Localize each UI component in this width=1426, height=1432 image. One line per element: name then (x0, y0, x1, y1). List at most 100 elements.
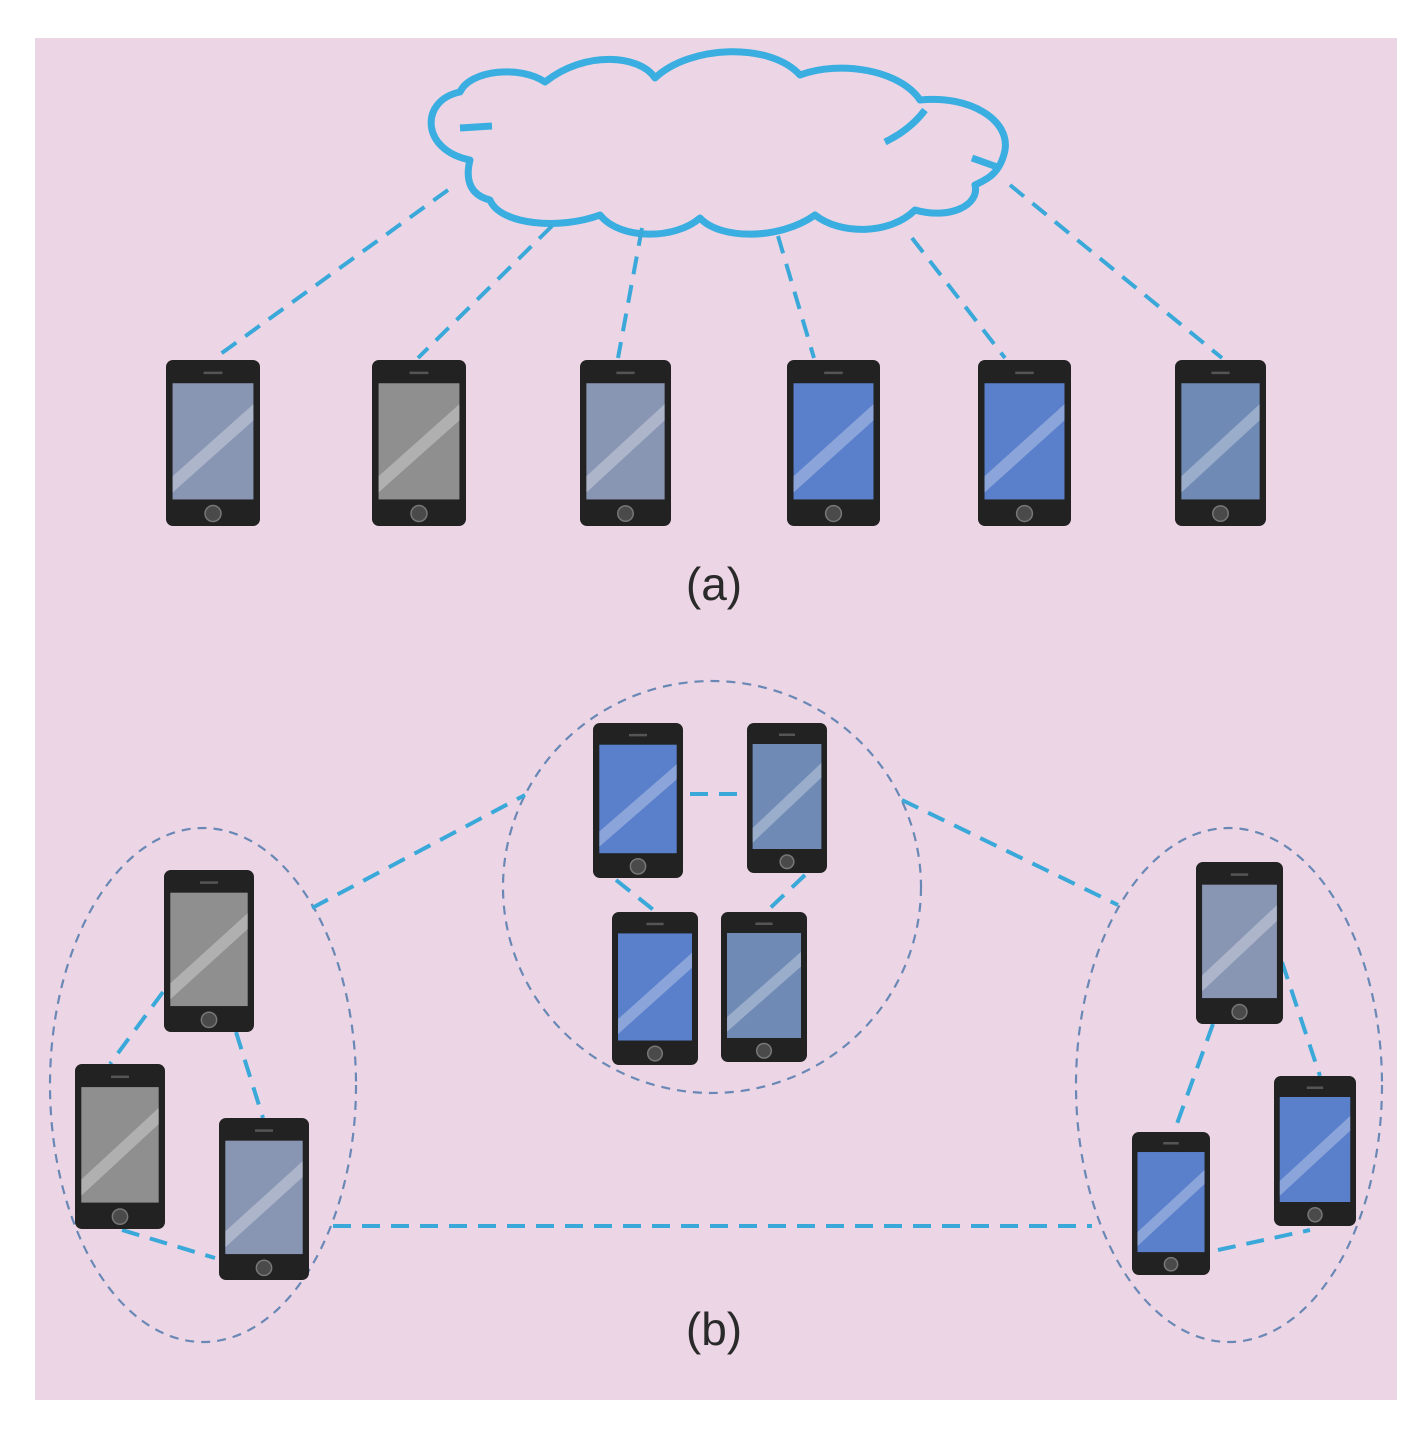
phone-speaker (255, 1129, 273, 1132)
home-button (204, 504, 222, 523)
smartphone-icon (1132, 1132, 1210, 1275)
peer-link (234, 1031, 265, 1119)
home-button (646, 1045, 664, 1062)
phone-screen (599, 744, 677, 854)
home-button (1231, 1003, 1248, 1020)
cloud-link (1008, 183, 1224, 360)
phone-screen (586, 383, 665, 500)
phone-speaker (646, 922, 664, 926)
home-button (200, 1011, 218, 1029)
home-button (1015, 504, 1034, 523)
phone-speaker (1211, 371, 1230, 375)
phone-screen (752, 744, 822, 849)
screen-glare (170, 913, 248, 1000)
peer-link (121, 1228, 216, 1260)
home-button (1307, 1207, 1323, 1223)
phone-screen (793, 383, 874, 500)
phone-speaker (616, 371, 635, 375)
cloud-link (616, 227, 644, 359)
home-button (617, 505, 634, 523)
peer-link (311, 793, 526, 910)
smartphone-icon (747, 723, 827, 873)
screen-glare (1137, 1170, 1205, 1247)
caption-a: (a) (686, 558, 742, 610)
phone-speaker (111, 1075, 129, 1079)
phone-speaker (1163, 1142, 1179, 1145)
peer-link (1172, 1023, 1215, 1133)
cloud-link (910, 236, 1007, 360)
group-left-outline (48, 826, 358, 1344)
phone-speaker (824, 371, 843, 375)
peer-link (764, 873, 807, 914)
home-button (255, 1259, 273, 1277)
screen-glare (172, 404, 254, 493)
cloud-link (416, 224, 554, 360)
phone-screen (1279, 1097, 1351, 1202)
phone-speaker (1015, 371, 1034, 375)
smartphone-icon (372, 360, 466, 526)
screen-glare (793, 404, 874, 493)
phone-screen (1137, 1152, 1205, 1253)
phone-speaker (203, 371, 223, 375)
cloud-icon (427, 48, 1009, 238)
screen-glare (984, 404, 1065, 493)
smartphone-icon (787, 360, 880, 526)
phone-screen (81, 1087, 159, 1203)
home-button (779, 854, 795, 870)
smartphone-icon (1175, 360, 1266, 526)
phone-speaker (1230, 873, 1249, 876)
phone-speaker (629, 733, 647, 737)
group-center-outline (501, 679, 923, 1095)
phone-speaker (755, 922, 773, 925)
screen-glare (1202, 905, 1277, 992)
screen-glare (599, 764, 677, 847)
smartphone-icon (721, 912, 807, 1062)
phones-groups-b (75, 723, 1356, 1280)
home-button (111, 1208, 129, 1226)
peer-link (1280, 961, 1322, 1077)
smartphone-icon (219, 1118, 309, 1280)
screen-glare (1279, 1115, 1351, 1196)
smartphone-icon (593, 723, 683, 878)
phone-screen (225, 1140, 303, 1255)
peer-link (108, 990, 165, 1066)
phones-row-a (166, 360, 1266, 526)
smartphone-icon (978, 360, 1071, 526)
screen-glare (586, 404, 665, 493)
cloud-links (213, 183, 1224, 360)
phone-speaker (409, 371, 429, 375)
caption-b: (b) (686, 1303, 742, 1355)
smartphone-icon (580, 360, 671, 526)
screen-glare (727, 951, 801, 1032)
smartphone-icon (1196, 862, 1283, 1024)
phone-screen (378, 383, 460, 500)
screen-glare (225, 1161, 303, 1248)
screen-glare (618, 952, 692, 1035)
home-button (410, 504, 428, 523)
phone-screen (727, 933, 801, 1038)
phone-screen (618, 933, 692, 1041)
phone-screen (170, 892, 248, 1007)
home-button (755, 1042, 773, 1059)
screen-glare (752, 762, 822, 843)
phone-speaker (779, 733, 795, 736)
p2p-links (108, 792, 1322, 1260)
screen-glare (81, 1107, 159, 1196)
phone-screen (172, 383, 254, 500)
group-right-outline (1074, 826, 1384, 1344)
phone-speaker (1306, 1086, 1324, 1089)
cloud-link (213, 188, 450, 360)
phone-screen (984, 383, 1065, 500)
phone-screen (1202, 884, 1277, 999)
phone-speaker (200, 881, 218, 884)
screen-glare (1181, 404, 1260, 493)
phone-screen (1181, 383, 1260, 500)
cloud-link (776, 235, 816, 359)
smartphone-icon (164, 870, 254, 1032)
home-button (1163, 1256, 1179, 1272)
screen-glare (378, 404, 460, 493)
smartphone-icon (612, 912, 698, 1065)
smartphone-icon (1274, 1076, 1356, 1226)
smartphone-icon (75, 1064, 165, 1229)
